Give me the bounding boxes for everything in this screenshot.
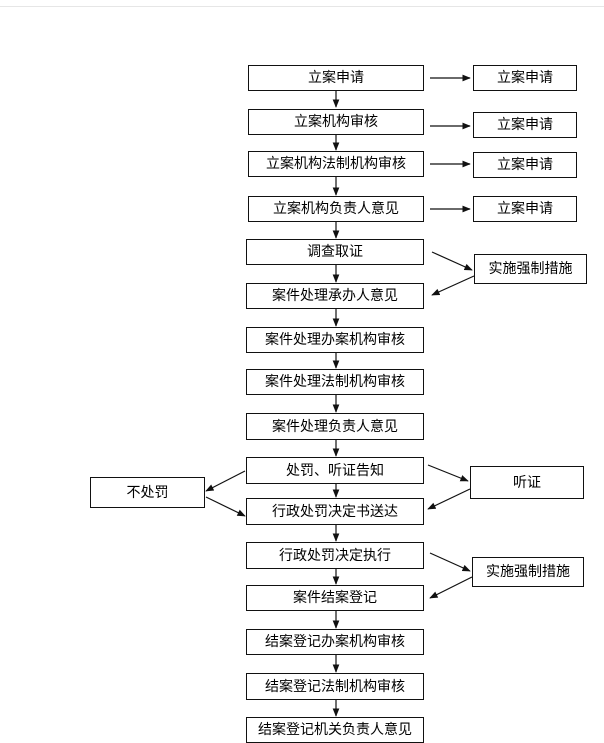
- arrow-to-no-penalty: [205, 470, 246, 492]
- step-case-closing-registration: 案件结案登记: [246, 585, 424, 611]
- arrow-to-hearing: [427, 464, 469, 482]
- step-case-head-opinion: 案件处理负责人意见: [246, 413, 424, 440]
- step-filing-head-opinion: 立案机构负责人意见: [248, 196, 424, 222]
- step-closing-legal-review: 结案登记法制机构审核: [246, 673, 424, 700]
- step-closing-agency-review: 结案登记办案机构审核: [246, 629, 424, 655]
- side-filing-application-4: 立案申请: [473, 196, 577, 222]
- step-closing-head-opinion: 结案登记机关负责人意见: [246, 717, 424, 743]
- arrow-from-enforcement-2: [429, 576, 473, 599]
- arrow-from-enforcement-1: [431, 275, 475, 296]
- step-decision-execution: 行政处罚决定执行: [246, 542, 424, 569]
- side-hearing: 听证: [470, 466, 584, 499]
- arrow-to-enforcement-2: [429, 552, 471, 572]
- side-filing-application-2: 立案申请: [473, 112, 577, 138]
- side-filing-application-3: 立案申请: [473, 152, 577, 178]
- arrow-from-no-penalty: [205, 496, 246, 517]
- step-filing-application: 立案申请: [248, 65, 424, 91]
- step-decision-delivery: 行政处罚决定书送达: [246, 498, 424, 525]
- step-filing-legal-review: 立案机构法制机构审核: [248, 151, 424, 177]
- step-penalty-hearing-notice: 处罚、听证告知: [246, 457, 424, 484]
- side-filing-application-1: 立案申请: [473, 65, 577, 91]
- side-enforcement-measures-1: 实施强制措施: [474, 254, 587, 284]
- step-case-agency-review: 案件处理办案机构审核: [246, 327, 424, 353]
- arrow-from-hearing: [427, 488, 471, 510]
- step-investigation: 调查取证: [246, 239, 424, 265]
- step-filing-agency-review: 立案机构审核: [248, 109, 424, 135]
- side-no-penalty: 不处罚: [90, 477, 205, 508]
- step-case-legal-review: 案件处理法制机构审核: [246, 369, 424, 395]
- top-divider: [0, 6, 604, 7]
- step-case-handler-opinion: 案件处理承办人意见: [246, 283, 424, 309]
- side-enforcement-measures-2: 实施强制措施: [472, 557, 584, 587]
- arrow-to-enforcement-1: [431, 251, 473, 271]
